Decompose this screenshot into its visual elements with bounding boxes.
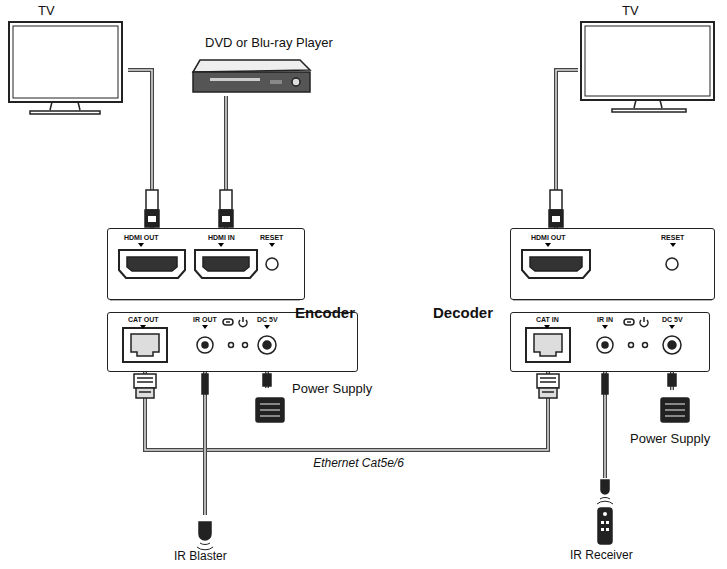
ir-receiver-icon <box>597 480 613 544</box>
tv-right <box>581 22 714 112</box>
player-node: DVD or Blu-ray Player <box>190 36 350 96</box>
edge-label: Ethernet Cat5e/6 <box>311 456 406 470</box>
ir-blaster: IR Blaster <box>160 515 250 567</box>
port-label: CAT IN <box>536 316 559 324</box>
node-label: DVD or Blu-ray Player <box>205 36 333 50</box>
ir-blaster-icon <box>197 522 213 550</box>
port-label: IR IN <box>597 316 613 324</box>
tv-node: TV <box>578 4 720 122</box>
decoder-front-panel: HDMI OUT RESET <box>510 228 715 300</box>
power-plugs <box>256 398 689 422</box>
cable-outer <box>203 372 207 515</box>
port-label: IR OUT <box>193 316 217 324</box>
decoder-front-ports <box>513 250 712 300</box>
device-name: Encoder <box>295 305 355 322</box>
power-supply: Power Supply <box>255 388 395 428</box>
port-label: RESET <box>661 234 684 242</box>
encoder-back-panel: EncoderCAT OUTIR OUTDC 5V <box>107 312 358 372</box>
encoder-front-panel: HDMI OUT HDMI IN RESET <box>107 228 305 300</box>
node-label: TV <box>622 4 639 18</box>
tv-node: TV <box>8 4 128 124</box>
port-label: HDMI OUT <box>531 234 566 242</box>
node-label: Power Supply <box>292 382 372 396</box>
port-label: DC 5V <box>662 316 683 324</box>
hdmi-plugs <box>145 190 563 227</box>
power-supply: Power Supply <box>630 390 722 452</box>
tv-left <box>9 22 122 114</box>
node-label: IR Receiver <box>570 549 633 562</box>
port-label: DC 5V <box>257 316 278 324</box>
device-name: Decoder <box>433 305 493 322</box>
node-label: TV <box>38 4 55 18</box>
port-label: HDMI IN <box>208 234 235 242</box>
node-label: Power Supply <box>630 432 710 446</box>
cable-outer <box>603 372 607 478</box>
encoder-back-ports <box>123 317 276 362</box>
node-label: IR Blaster <box>174 550 227 563</box>
port-label: HDMI OUT <box>124 234 159 242</box>
dvd-player <box>193 60 310 92</box>
port-label: RESET <box>260 234 283 242</box>
ir-receiver: IR Receiver <box>560 478 650 567</box>
jack-plugs <box>202 374 676 394</box>
encoder-front-ports <box>110 250 300 300</box>
port-label: CAT OUT <box>128 316 159 324</box>
decoder-back-ports <box>526 317 681 362</box>
decoder-back-panel: DecoderCAT INIR INDC 5V <box>510 312 710 372</box>
rj45-plugs <box>134 374 559 398</box>
